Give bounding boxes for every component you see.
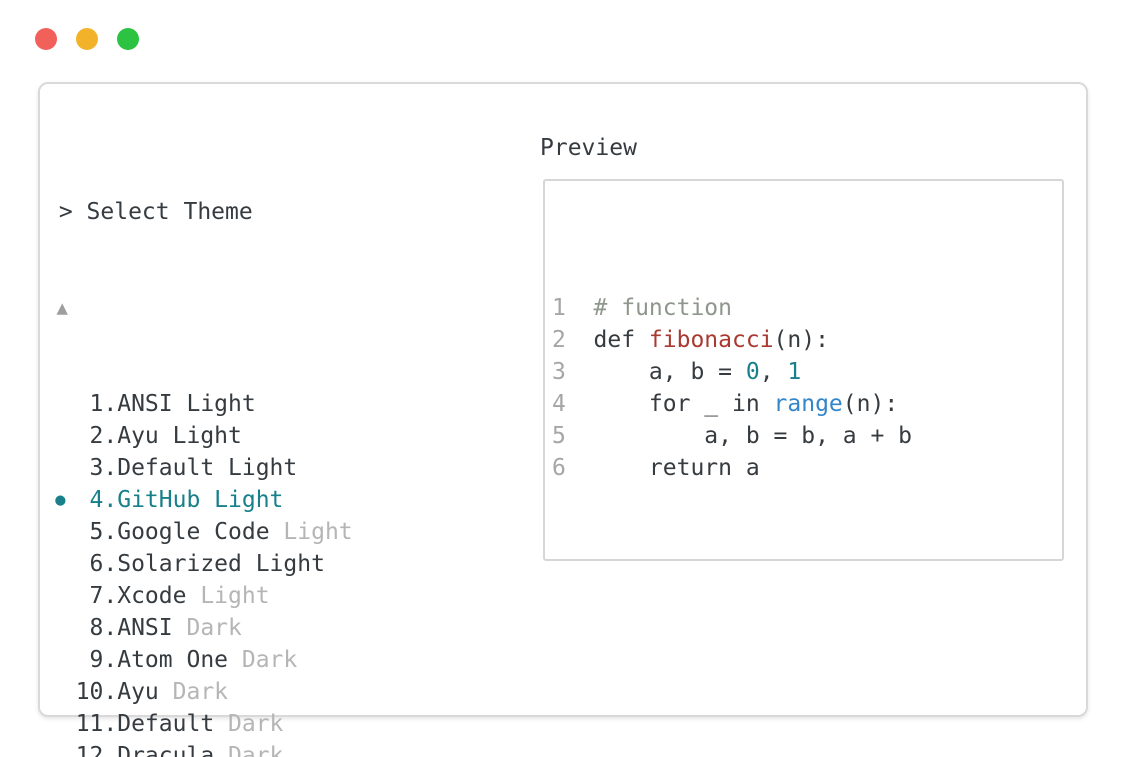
token-plain: def <box>593 327 649 353</box>
theme-item-number: 1. <box>89 391 118 417</box>
theme-item-google-code[interactable]: 5. Google Code Light <box>45 516 515 548</box>
line-number: 2 <box>552 327 566 353</box>
zoom-button[interactable] <box>117 28 139 50</box>
line-number: 5 <box>552 423 566 449</box>
theme-item-variant: Dark <box>214 743 284 757</box>
theme-item-number: 5. <box>89 519 118 545</box>
token-number: 0 <box>745 359 760 385</box>
token-number: 1 <box>787 359 802 385</box>
window-controls <box>35 28 139 50</box>
theme-item-solarized-light[interactable]: 6. Solarized Light <box>45 548 515 580</box>
code-line: 3 a, b = 0, 1 <box>552 356 1062 388</box>
theme-item-label: Google Code <box>117 519 270 545</box>
token-builtin: range <box>773 391 843 417</box>
scroll-up-indicator-icon: ▲ <box>56 297 68 319</box>
theme-item-label: Dracula <box>117 743 215 757</box>
theme-item-label: Ayu <box>117 679 159 705</box>
line-number: 6 <box>552 455 566 481</box>
theme-item-label: GitHub Light <box>117 487 284 513</box>
theme-item-variant: Dark <box>158 679 229 705</box>
theme-item-ayu-light[interactable]: 2. Ayu Light <box>45 420 515 452</box>
code-line: 5 a, b = b, a + b <box>552 420 1062 452</box>
theme-item-label: ANSI <box>117 615 173 641</box>
code-line: 1 # function <box>552 292 1062 324</box>
token-plain: for _ in <box>593 391 774 417</box>
theme-item-atom-one[interactable]: 9. Atom One Dark <box>45 644 515 676</box>
token-plain: a, b = <box>593 359 746 385</box>
theme-item-number: 2. <box>89 423 118 449</box>
picker-prompt: > Select Theme <box>58 199 253 225</box>
theme-item-variant: Light <box>269 519 353 545</box>
theme-item-variant: Light <box>186 583 270 609</box>
theme-item-number: 7. <box>89 583 118 609</box>
bullet-placeholder <box>45 516 76 548</box>
theme-item-number: 8. <box>89 615 118 641</box>
selected-bullet-icon: ● <box>55 490 66 510</box>
minimize-button[interactable] <box>76 28 98 50</box>
theme-item-number: 9. <box>89 647 118 673</box>
line-number: 1 <box>552 295 566 321</box>
preview-label: Preview <box>540 135 637 161</box>
theme-item-xcode[interactable]: 7. Xcode Light <box>45 580 515 612</box>
token-plain: (n): <box>842 391 899 417</box>
line-number: 3 <box>552 359 566 385</box>
theme-item-number: 3. <box>89 455 118 481</box>
theme-item-number: 4. <box>89 487 118 513</box>
line-number: 4 <box>552 391 566 417</box>
code-line: 4 for _ in range(n): <box>552 388 1062 420</box>
theme-item-dracula[interactable]: 12. Dracula Dark <box>45 740 515 757</box>
theme-item-variant: Dark <box>172 615 242 641</box>
theme-item-default-light[interactable]: 3. Default Light <box>45 452 515 484</box>
bullet-placeholder <box>45 452 76 484</box>
bullet-placeholder <box>45 644 76 676</box>
theme-item-ansi[interactable]: 8. ANSI Dark <box>45 612 515 644</box>
bullet-placeholder <box>45 676 76 708</box>
bullet-placeholder <box>45 740 76 757</box>
bullet-placeholder <box>45 612 76 644</box>
theme-picker-window: > Select Theme ▲ 1. ANSI Light 2. Ayu Li… <box>38 82 1088 757</box>
theme-item-ansi-light[interactable]: 1. ANSI Light <box>45 388 515 420</box>
bullet-placeholder <box>45 548 76 580</box>
code-line: 2 def fibonacci(n): <box>552 324 1062 356</box>
theme-list: 1. ANSI Light 2. Ayu Light 3. Default Li… <box>45 388 515 757</box>
theme-item-label: Ayu Light <box>117 423 242 449</box>
theme-item-number: 6. <box>89 551 118 577</box>
theme-item-number: 10. <box>75 679 118 705</box>
theme-item-label: Solarized Light <box>117 551 325 577</box>
bullet-placeholder <box>45 580 76 612</box>
theme-item-label: Default Light <box>117 455 298 481</box>
theme-item-variant: Dark <box>228 647 298 673</box>
theme-item-label: Atom One <box>117 647 229 673</box>
theme-item-label: ANSI Light <box>117 391 256 417</box>
token-plain: return a <box>593 455 760 481</box>
token-comment: # function <box>593 295 733 321</box>
theme-item-default[interactable]: 11. Default Dark <box>45 708 515 740</box>
theme-item-variant: Dark <box>214 711 284 737</box>
theme-item-number: 11. <box>75 711 118 737</box>
theme-item-ayu[interactable]: 10. Ayu Dark <box>45 676 515 708</box>
close-button[interactable] <box>35 28 57 50</box>
theme-item-number: 12. <box>75 743 118 757</box>
token-plain: (n): <box>773 327 829 353</box>
theme-item-github-light[interactable]: ● 4. GitHub Light <box>45 484 515 516</box>
bullet-placeholder <box>45 388 76 420</box>
token-function: fibonacci <box>648 327 774 353</box>
bullet-placeholder <box>45 708 76 740</box>
token-plain: , <box>759 359 788 385</box>
bullet-placeholder <box>45 420 76 452</box>
theme-item-label: Xcode <box>117 583 187 609</box>
theme-item-label: Default <box>117 711 215 737</box>
theme-picker-pane: > Select Theme ▲ 1. ANSI Light 2. Ayu Li… <box>45 132 515 757</box>
code-line: 6 return a <box>552 452 1062 484</box>
token-plain: a, b = b, a + b <box>593 423 913 449</box>
